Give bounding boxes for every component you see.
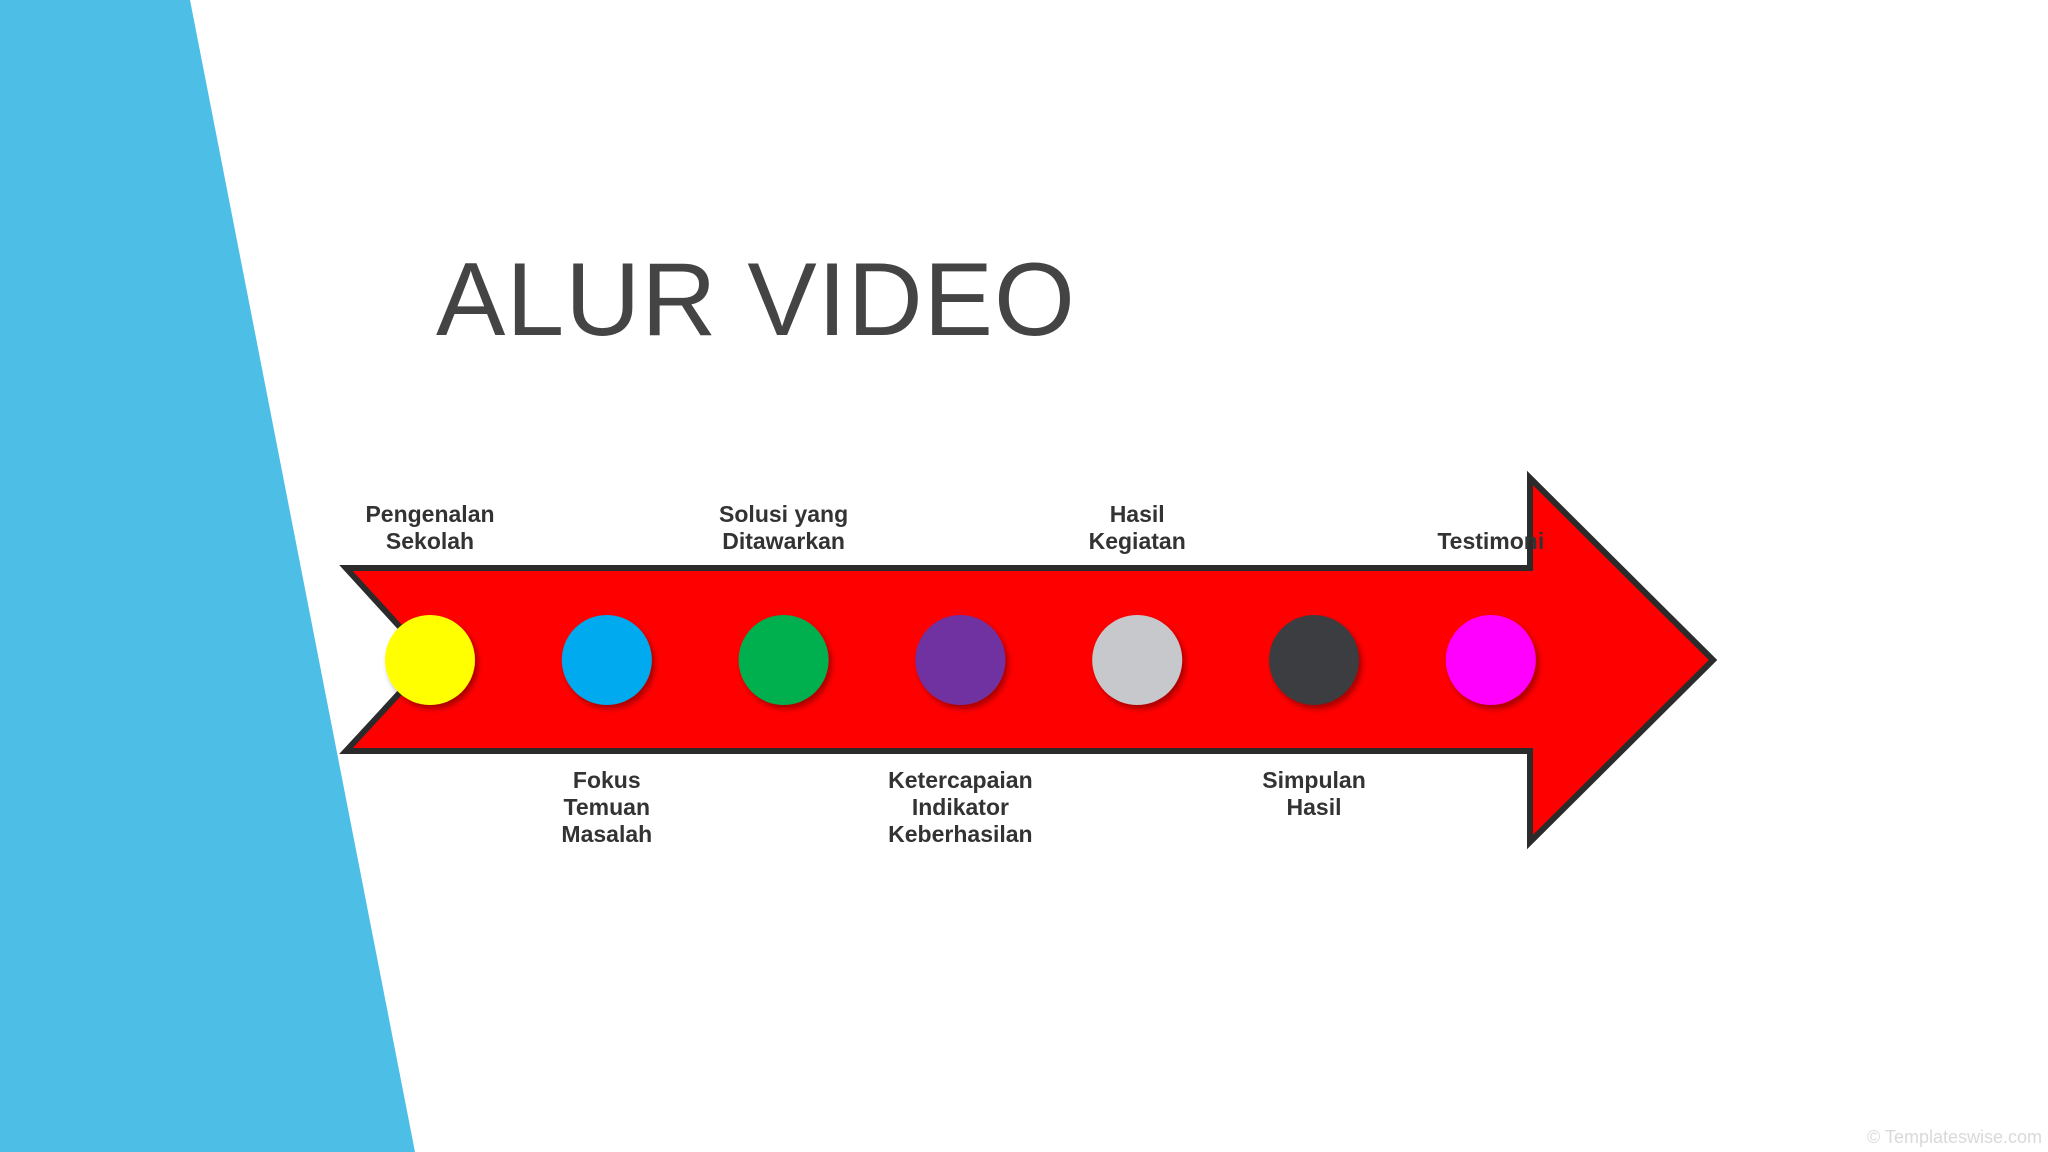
step-label-3: Solusi yang Ditawarkan bbox=[719, 501, 849, 554]
step-dot-1 bbox=[385, 615, 475, 705]
step-label-6: Simpulan Hasil bbox=[1262, 767, 1366, 820]
step-dot-6 bbox=[1269, 615, 1359, 705]
step-dot-5 bbox=[1092, 615, 1183, 705]
step-label-1: Pengenalan Sekolah bbox=[365, 501, 495, 554]
step-dots bbox=[385, 615, 1536, 705]
step-dot-7 bbox=[1445, 615, 1536, 705]
step-label-2: Fokus Temuan Masalah bbox=[561, 767, 653, 847]
step-dot-3 bbox=[738, 615, 829, 705]
step-label-4: Ketercapaian Indikator Keberhasilan bbox=[888, 767, 1033, 847]
step-label-5: Hasil Kegiatan bbox=[1088, 501, 1186, 554]
step-dot-4 bbox=[915, 615, 1006, 705]
step-dot-2 bbox=[561, 615, 652, 705]
watermark: © Templateswise.com bbox=[1867, 1127, 2042, 1147]
step-label-7: Testimoni bbox=[1437, 528, 1545, 554]
page-title: ALUR VIDEO bbox=[436, 242, 1076, 358]
